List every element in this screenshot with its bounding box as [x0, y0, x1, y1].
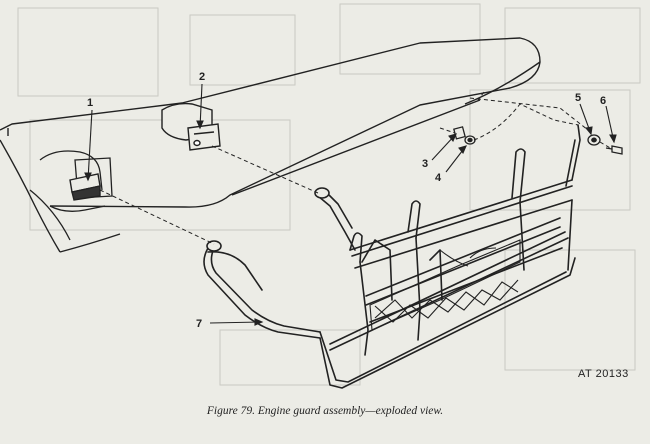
callout-labels: 1 2 3 4 5 6 7	[87, 71, 606, 330]
callout-2: 2	[199, 71, 205, 83]
hardware-right	[587, 134, 623, 155]
callout-3: 3	[422, 158, 428, 170]
callout-1: 1	[87, 97, 93, 109]
figure-reference-number: AT 20133	[578, 368, 629, 380]
guard-frame	[203, 124, 581, 389]
callout-6: 6	[600, 95, 606, 107]
callout-5: 5	[575, 92, 581, 104]
engine-hood	[0, 37, 541, 253]
callout-7: 7	[196, 318, 202, 330]
assembly-lines	[99, 91, 613, 245]
mesh-screen	[369, 239, 521, 331]
bleed-through	[17, 3, 641, 386]
leader-lines	[84, 83, 617, 326]
figure-caption: Figure 79. Engine guard assembly—explode…	[206, 405, 444, 417]
hardware-center	[453, 126, 476, 145]
bracket-left	[69, 173, 101, 201]
bracket-right	[161, 102, 221, 151]
callout-4: 4	[435, 172, 442, 184]
